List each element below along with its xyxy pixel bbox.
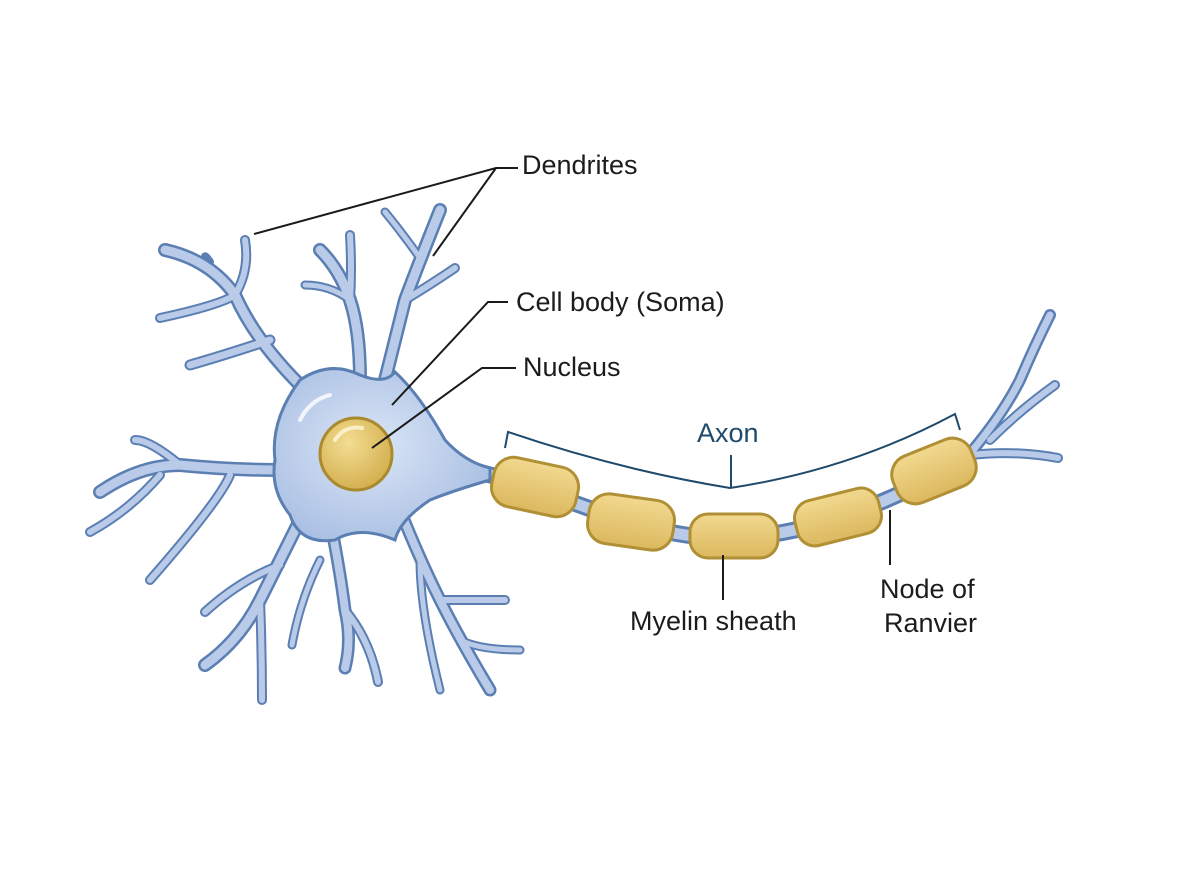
label-node-line2: Ranvier [884,608,977,638]
cell-body-highlight [298,393,332,422]
label-node-line1: Node of [880,574,975,604]
cell-body-leader [391,301,508,406]
dendrites-fill [87,205,1061,703]
dendrites-leader [253,167,518,235]
label-myelin-sheath: Myelin sheath [630,606,797,636]
leader-lines [253,167,891,600]
dendrites-leader-2 [432,167,497,257]
myelin-segment-4 [793,486,883,548]
myelin-segment-5 [890,436,978,506]
myelin-segment-2 [586,492,676,552]
label-axon: Axon [697,418,759,448]
myelin-segment-3 [688,512,780,560]
nucleus-highlight [333,425,364,442]
myelin-sheath-segments [489,436,978,560]
myelin-segment-1 [489,455,581,519]
nucleus-leader [371,367,516,449]
label-cell-body: Cell body (Soma) [516,287,725,317]
label-nucleus: Nucleus [523,352,621,382]
label-dendrites: Dendrites [522,150,638,180]
